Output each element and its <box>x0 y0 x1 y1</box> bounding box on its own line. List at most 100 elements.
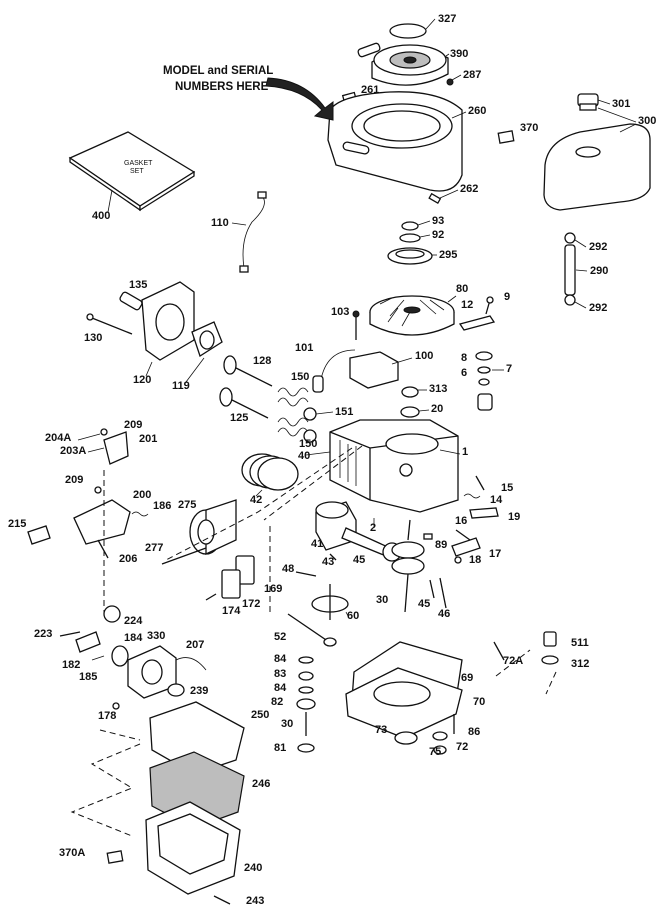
gasket-set-line-2: SET <box>130 168 144 175</box>
part-84-washer-bottom <box>298 686 314 694</box>
part-label-43: 43 <box>322 556 334 568</box>
part-301-fuel-cap <box>577 93 611 111</box>
part-label-292a: 292 <box>589 241 607 253</box>
part-label-203A: 203A <box>60 445 86 457</box>
part-label-184: 184 <box>124 632 143 644</box>
part-300-fuel-tank <box>543 107 651 211</box>
part-label-204A: 204A <box>45 432 71 444</box>
part-178-screw <box>112 702 120 710</box>
part-110-ground-wire <box>231 191 267 273</box>
part-135-breather-tube <box>119 291 143 311</box>
part-label-182: 182 <box>62 659 80 671</box>
part-150-valve-springs <box>277 387 309 437</box>
part-18-nut <box>454 556 462 564</box>
part-82-gear <box>296 698 316 710</box>
part-label-110: 110 <box>211 217 229 229</box>
part-label-19: 19 <box>508 511 520 523</box>
part-label-186: 186 <box>153 500 171 512</box>
part-label-178: 178 <box>98 710 116 722</box>
part-330-carburetor <box>127 645 177 699</box>
part-label-18: 18 <box>469 554 481 566</box>
part-203A-bracket <box>87 447 105 453</box>
part-92-washer <box>399 233 431 243</box>
part-label-14: 14 <box>490 494 503 506</box>
part-128-valve-intake <box>223 355 273 387</box>
part-15-dipstick <box>475 475 485 491</box>
part-206-link <box>97 539 109 559</box>
part-72-bolt <box>433 745 447 755</box>
part-290-fuel-line <box>564 244 588 296</box>
part-312-seal <box>541 655 559 665</box>
part-label-72: 72 <box>456 741 468 753</box>
part-93-nut <box>401 220 431 231</box>
part-label-15: 15 <box>501 482 513 494</box>
part-215-stop-switch <box>27 525 51 545</box>
part-30-crankshaft <box>391 519 425 613</box>
part-19-governor-spring <box>469 507 499 519</box>
part-label-40: 40 <box>298 450 310 462</box>
part-label-224: 224 <box>124 615 143 627</box>
part-label-20: 20 <box>431 403 443 415</box>
part-label-312: 312 <box>571 658 589 670</box>
part-label-260: 260 <box>468 105 486 117</box>
part-80-flywheel <box>369 295 457 336</box>
part-label-209b: 209 <box>65 474 83 486</box>
model-serial-line-1: MODEL and SERIAL <box>163 65 273 77</box>
part-327-cap <box>389 18 436 39</box>
part-83-spacer <box>298 671 314 681</box>
part-223-screw <box>59 631 81 637</box>
part-250-air-cleaner-cover <box>149 701 245 775</box>
part-label-277: 277 <box>145 542 163 554</box>
part-label-8: 8 <box>461 352 467 364</box>
part-70-sump <box>345 667 463 739</box>
part-label-262: 262 <box>460 183 478 195</box>
part-52-governor-shaft <box>287 613 337 647</box>
part-400-gasket-set: GASKET SET <box>68 131 196 213</box>
part-42-piston-rings <box>241 453 299 497</box>
part-14-spring <box>463 493 481 499</box>
part-label-301: 301 <box>612 98 630 110</box>
part-label-223: 223 <box>34 628 52 640</box>
part-73-seal <box>394 731 418 745</box>
part-label-83: 83 <box>274 668 286 680</box>
part-60-camshaft <box>311 584 349 620</box>
part-label-207: 207 <box>186 639 204 651</box>
part-label-246: 246 <box>252 778 270 790</box>
part-label-150a: 150 <box>291 371 309 383</box>
part-label-100: 100 <box>415 350 433 362</box>
part-label-69: 69 <box>461 672 473 684</box>
part-100-ignition-armature <box>349 351 413 389</box>
part-label-172: 172 <box>242 598 260 610</box>
part-label-300: 300 <box>638 115 656 127</box>
part-label-86: 86 <box>468 726 480 738</box>
part-185-clip <box>91 655 105 661</box>
part-182-lever <box>75 631 101 653</box>
part-label-370: 370 <box>520 122 538 134</box>
part-151-spring-retainers <box>303 407 334 443</box>
part-label-120: 120 <box>133 374 151 386</box>
part-260-blower-housing <box>327 91 467 192</box>
part-130-screw <box>86 313 133 335</box>
part-label-70: 70 <box>473 696 485 708</box>
part-label-209a: 209 <box>124 419 142 431</box>
part-label-169: 169 <box>264 583 282 595</box>
part-240-air-cleaner-base <box>145 801 241 895</box>
part-label-1: 1 <box>462 446 468 458</box>
part-label-6: 6 <box>461 367 467 379</box>
part-204A-link <box>77 433 101 441</box>
part-46-lock <box>439 577 447 609</box>
part-label-151: 151 <box>335 406 353 418</box>
part-287-screw <box>446 74 462 86</box>
part-label-292b: 292 <box>589 302 607 314</box>
part-label-45a: 45 <box>353 554 365 566</box>
part-label-275: 275 <box>178 499 196 511</box>
part-label-250: 250 <box>251 709 269 721</box>
part-label-327: 327 <box>438 13 456 25</box>
model-serial-callout: MODEL and SERIAL NUMBERS HERE <box>163 65 334 121</box>
part-label-240: 240 <box>244 862 262 874</box>
part-label-370A: 370A <box>59 847 85 859</box>
part-174-bolt <box>205 593 217 601</box>
part-120-breather-assembly <box>141 281 195 377</box>
part-101-spark-plug-wire <box>312 349 356 393</box>
part-label-119: 119 <box>172 380 190 392</box>
